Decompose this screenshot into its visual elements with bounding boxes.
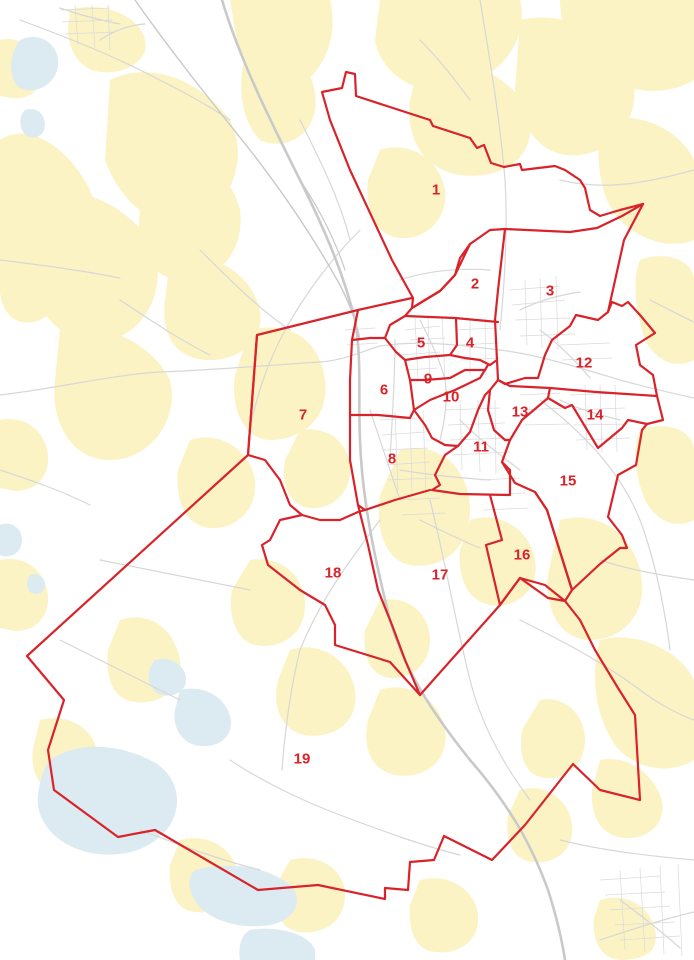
street-grid-layer bbox=[59, 4, 683, 957]
district-11-boundary bbox=[430, 444, 512, 497]
district-9-boundary bbox=[408, 368, 487, 382]
district-7-boundary bbox=[246, 333, 367, 522]
district-18-boundary bbox=[260, 513, 422, 697]
district-4-inner bbox=[448, 353, 499, 367]
district-16-boundary bbox=[484, 490, 574, 607]
water-layer bbox=[0, 36, 315, 960]
district-14-boundary bbox=[546, 386, 665, 450]
district-17-boundary bbox=[356, 503, 522, 697]
district-3-boundary bbox=[493, 202, 645, 386]
district-8-boundary bbox=[348, 413, 432, 512]
district-12-boundary bbox=[496, 300, 659, 398]
district-6-boundary bbox=[348, 308, 416, 420]
district-13-boundary bbox=[486, 378, 512, 442]
district-15-boundary bbox=[500, 396, 649, 592]
district-6-top bbox=[350, 336, 387, 342]
district-boundaries bbox=[25, 70, 665, 901]
district-7-19-outer bbox=[25, 296, 642, 901]
district-9-10-split bbox=[412, 363, 490, 412]
railway-layer bbox=[134, 0, 567, 960]
district-2-boundary bbox=[403, 242, 500, 324]
